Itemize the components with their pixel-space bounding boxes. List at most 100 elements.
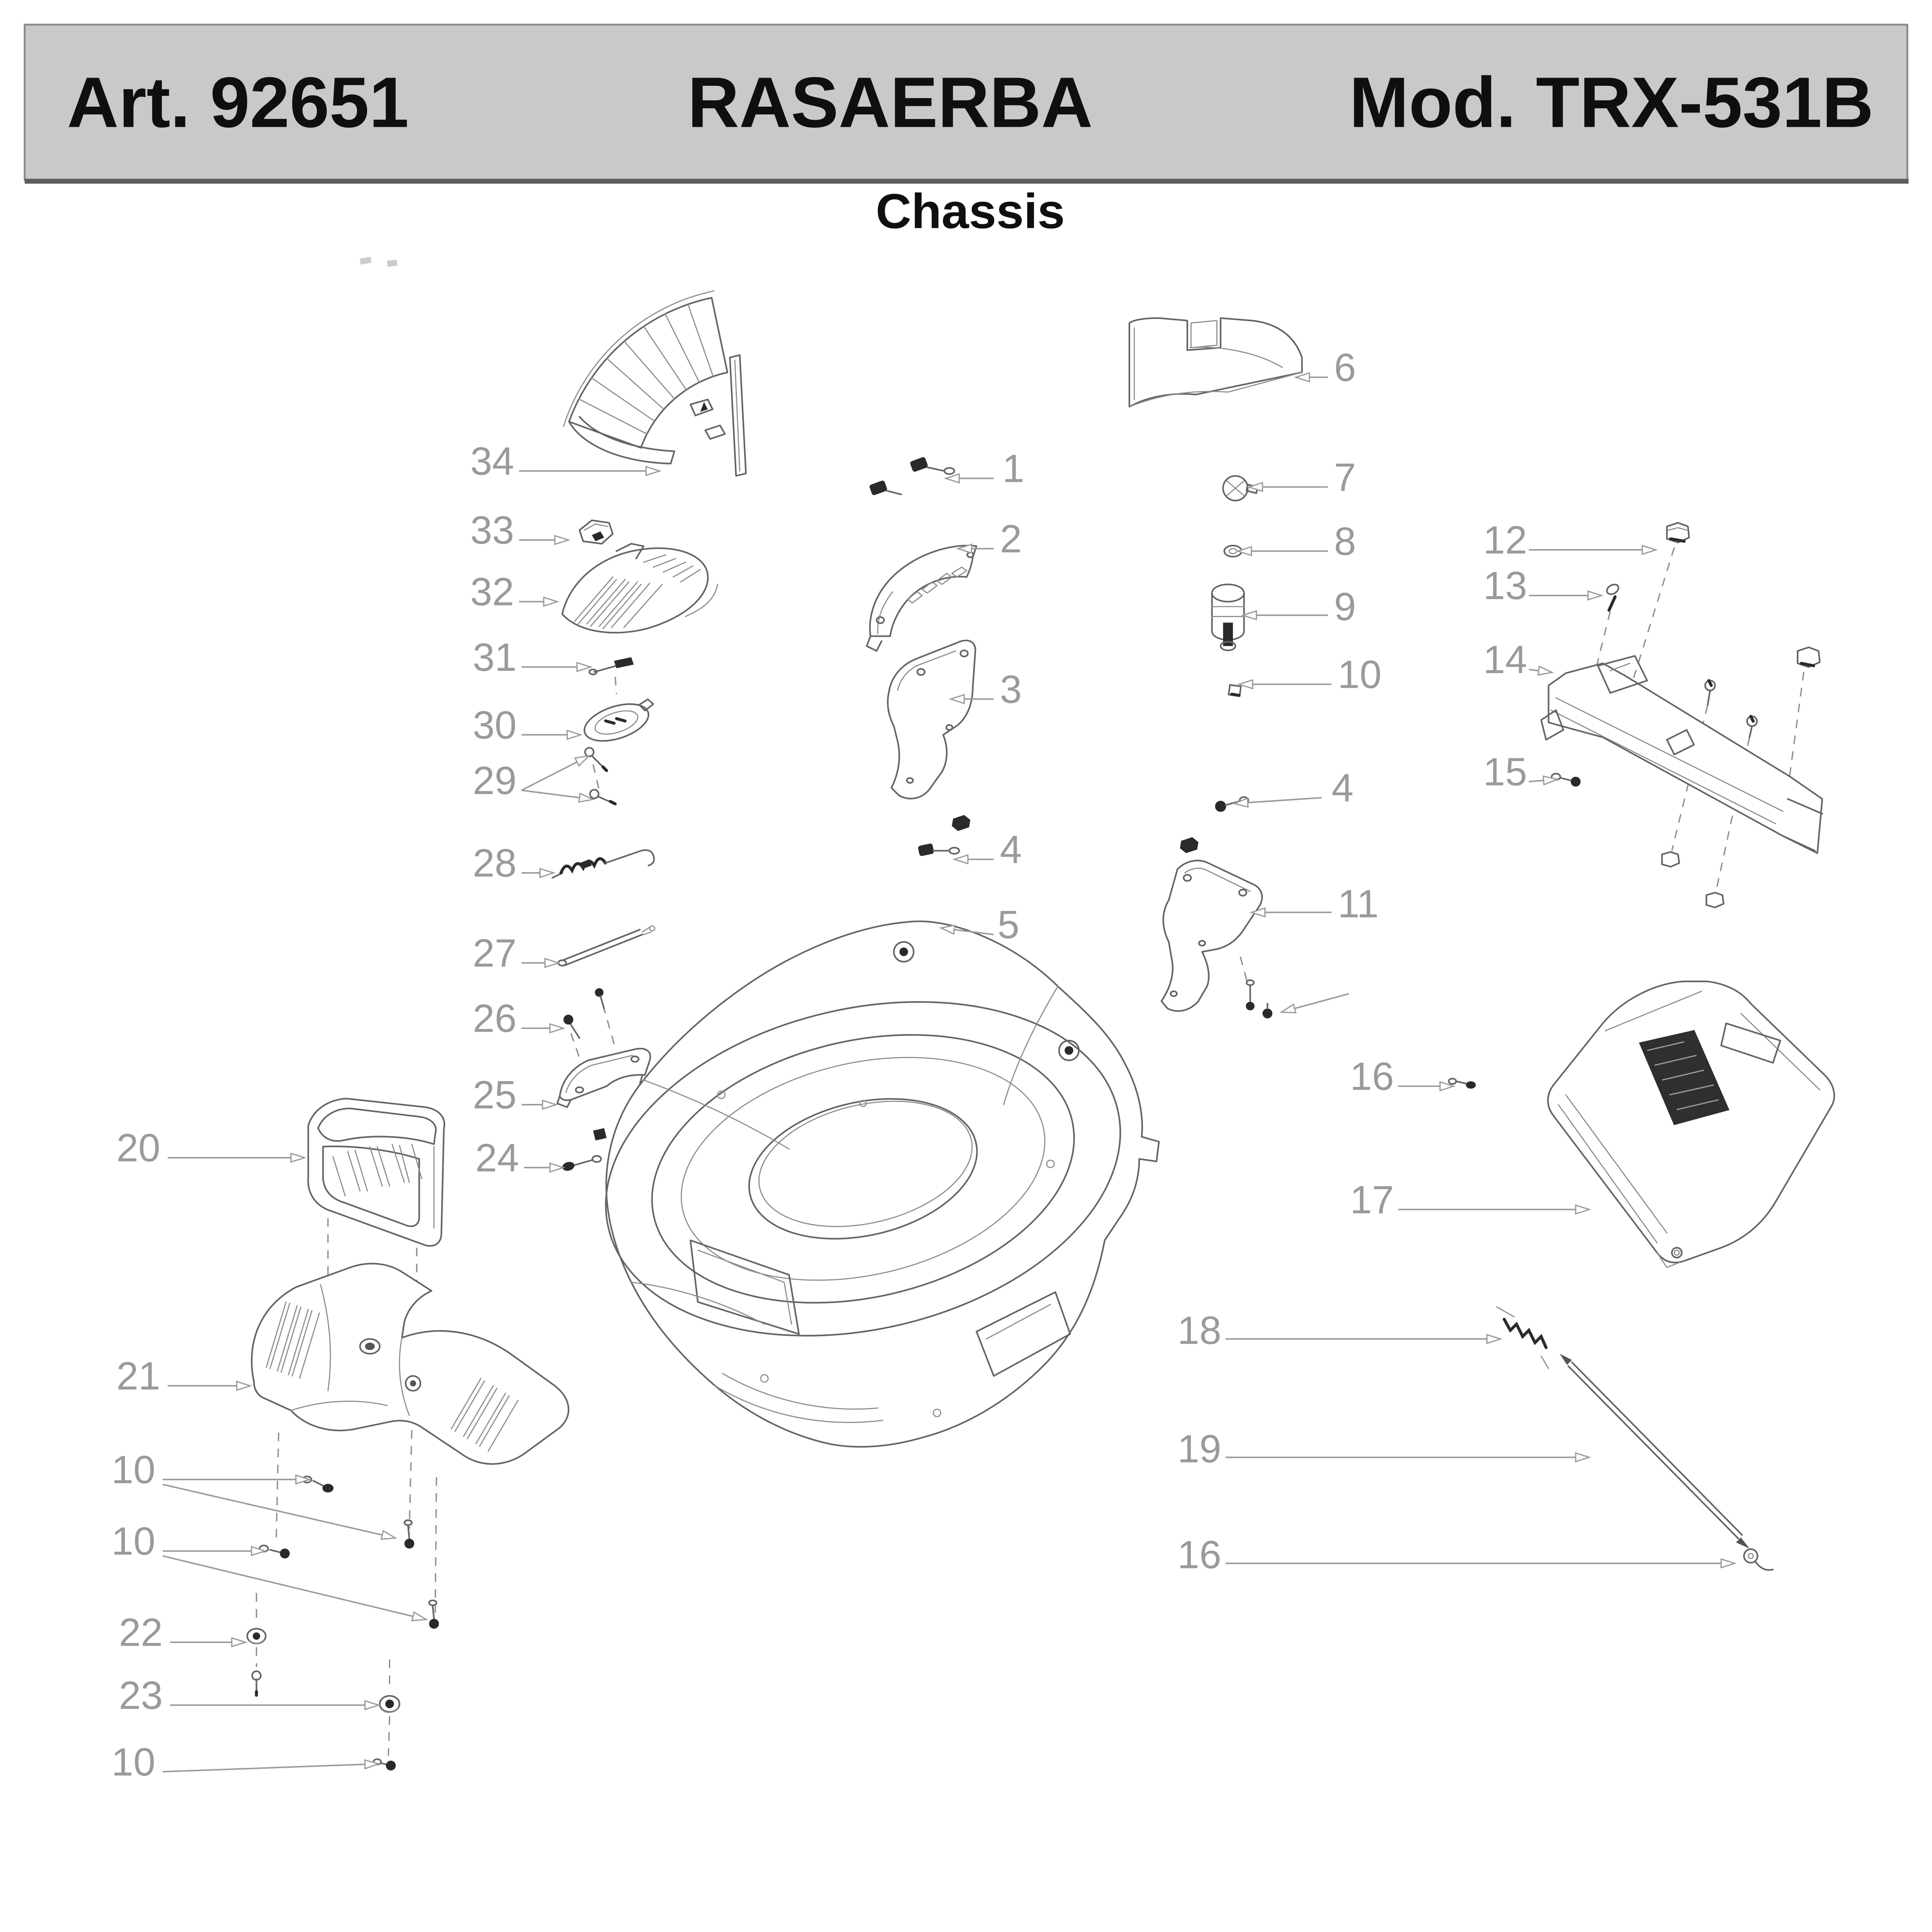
svg-text:1: 1 — [1002, 447, 1024, 491]
svg-text:20: 20 — [116, 1126, 160, 1170]
part-10-nut — [1228, 684, 1242, 697]
assembly-dashed-lines — [255, 547, 1804, 1756]
callouts: 34 33 32 31 30 29 28 27 26 25 24 20 21 1… — [111, 345, 1737, 1784]
part-32-louvered-cover — [561, 543, 718, 634]
svg-text:34: 34 — [470, 439, 514, 483]
part-31-pin — [588, 657, 634, 675]
part-1-screws — [869, 457, 955, 495]
svg-text:18: 18 — [1177, 1308, 1221, 1352]
part-20-vent-block — [307, 1097, 446, 1247]
part-16-screw — [1448, 1078, 1476, 1089]
svg-text:19: 19 — [1177, 1427, 1221, 1471]
callout-20: 20 — [116, 1126, 307, 1170]
callout-10-a: 10 — [111, 1448, 398, 1540]
callout-7: 7 — [1247, 455, 1356, 499]
callout-26: 26 — [473, 997, 566, 1041]
part-4b-nut-screw — [1180, 796, 1249, 854]
leader-screws-11 — [1279, 993, 1349, 1014]
callout-4: 4 — [952, 828, 1022, 872]
exploded-parts-diagram: Art. 92651 RASAERBA Mod. TRX-531B Chassi… — [24, 24, 1909, 1784]
article-number: Art. 92651 — [67, 63, 409, 143]
part-24-screw — [562, 1128, 607, 1171]
svg-text:9: 9 — [1334, 585, 1356, 629]
svg-text:11: 11 — [1338, 882, 1379, 926]
part-27-rod — [557, 925, 655, 967]
part-29-screws — [584, 747, 617, 806]
part-19-rod — [1560, 1354, 1750, 1549]
svg-text:10: 10 — [111, 1448, 155, 1492]
callout-1: 1 — [944, 447, 1024, 491]
svg-text:14: 14 — [1483, 638, 1527, 682]
callout-12: 12 — [1483, 518, 1658, 562]
part-21-front-bumper — [251, 1263, 570, 1465]
part-12-hex-nut — [1666, 522, 1690, 544]
part-4-nut-screw — [918, 815, 971, 856]
svg-text:32: 32 — [470, 570, 514, 614]
part-34-deflector-grille — [563, 290, 747, 477]
header-bar: Art. 92651 RASAERBA Mod. TRX-531B — [24, 24, 1909, 184]
callout-4-b: 4 — [1232, 766, 1354, 810]
callout-2: 2 — [956, 517, 1022, 561]
page-title: Chassis — [876, 184, 1065, 239]
svg-text:13: 13 — [1483, 564, 1527, 608]
svg-text:28: 28 — [473, 841, 517, 885]
callout-10-b: 10 — [111, 1519, 429, 1621]
callout-17: 17 — [1350, 1178, 1592, 1222]
callout-32: 32 — [470, 570, 560, 614]
part-7-bolt — [1222, 475, 1259, 502]
part-15-screw — [1551, 773, 1581, 787]
svg-text:12: 12 — [1483, 518, 1527, 562]
part-18-spring — [1496, 1306, 1549, 1369]
callout-6: 6 — [1294, 345, 1356, 389]
callout-34: 34 — [470, 439, 662, 483]
callout-13: 13 — [1483, 564, 1604, 608]
part-6-bracket — [1128, 317, 1303, 408]
part-28-spring-lever — [551, 849, 655, 879]
callout-19: 19 — [1177, 1427, 1592, 1471]
svg-text:4: 4 — [1000, 828, 1022, 872]
svg-text:25: 25 — [473, 1073, 517, 1117]
svg-text:22: 22 — [119, 1611, 163, 1655]
part-11-support-plate — [1160, 860, 1272, 1019]
part-5-chassis-deck — [605, 920, 1160, 1448]
callout-28: 28 — [473, 841, 556, 885]
callout-11: 11 — [1249, 882, 1379, 926]
model-number: Mod. TRX-531B — [1349, 63, 1874, 143]
svg-text:16: 16 — [1177, 1533, 1221, 1577]
part-30-cam-plate — [583, 698, 654, 742]
callout-10-c: 10 — [111, 1740, 381, 1784]
callout-3: 3 — [948, 667, 1022, 711]
svg-text:10: 10 — [111, 1519, 155, 1563]
part-33-clip — [578, 519, 614, 545]
callout-15: 15 — [1483, 750, 1560, 794]
svg-text:17: 17 — [1350, 1178, 1394, 1222]
svg-text:23: 23 — [119, 1673, 163, 1717]
svg-text:24: 24 — [475, 1136, 519, 1180]
svg-text:29: 29 — [473, 759, 517, 803]
svg-text:7: 7 — [1334, 455, 1356, 499]
callout-5: 5 — [939, 903, 1019, 947]
header-background — [24, 24, 1908, 181]
part-22-nut — [246, 1628, 267, 1697]
part-17-rear-housing — [1547, 980, 1835, 1268]
callout-33: 33 — [470, 508, 571, 552]
callout-22: 22 — [119, 1611, 248, 1655]
part-8-washer — [1223, 544, 1250, 558]
callout-16-a: 16 — [1350, 1054, 1456, 1099]
part-3-support-plate — [887, 639, 976, 799]
svg-text:33: 33 — [470, 508, 514, 552]
callout-21: 21 — [116, 1354, 253, 1398]
callout-18: 18 — [1177, 1308, 1503, 1352]
callout-16-b: 16 — [1177, 1533, 1737, 1577]
callout-30: 30 — [473, 703, 583, 747]
svg-text:30: 30 — [473, 703, 517, 747]
part-16-hook — [1743, 1548, 1774, 1571]
part-drawings — [246, 290, 1835, 1770]
ghost-marks — [359, 257, 398, 267]
svg-text:5: 5 — [997, 903, 1019, 947]
svg-text:3: 3 — [1000, 667, 1022, 711]
svg-text:31: 31 — [473, 635, 517, 679]
part-23-nut — [379, 1695, 400, 1713]
svg-text:2: 2 — [1000, 517, 1022, 561]
callout-14: 14 — [1483, 638, 1554, 682]
